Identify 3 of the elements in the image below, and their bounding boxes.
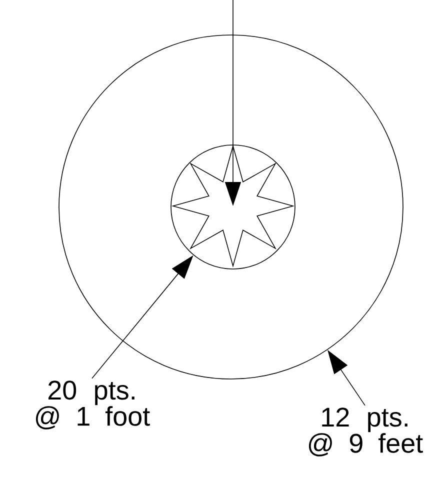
callout-text: 20 pts. @ 1 foot xyxy=(36,380,150,430)
callout-text: 12 pts. @ 9 feet xyxy=(308,408,423,456)
outer-circle xyxy=(58,34,404,380)
